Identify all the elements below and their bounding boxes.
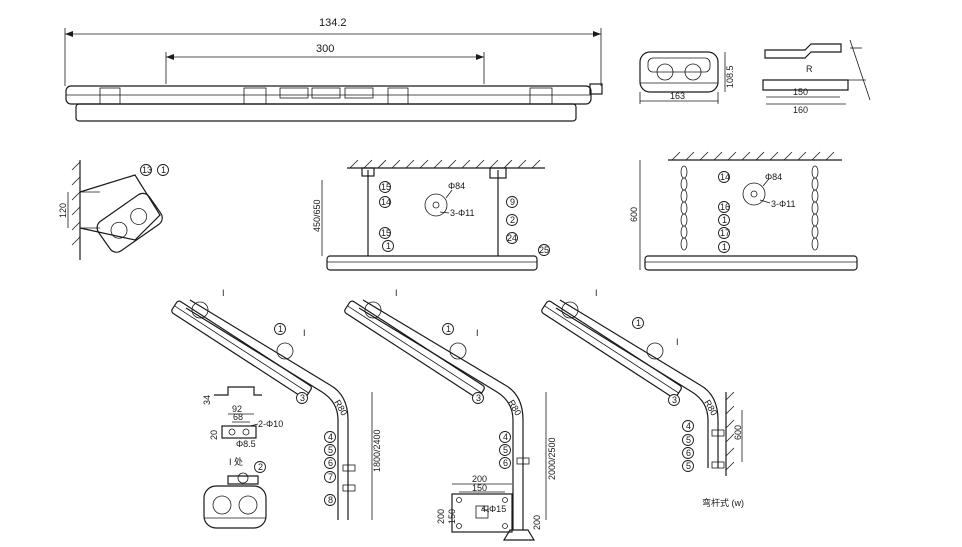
svg-text:15: 15 [381, 228, 391, 238]
section-angle-label: R [806, 64, 813, 74]
svg-text:6: 6 [328, 458, 333, 468]
chain-mount-view: 600 Φ84 3-Φ11 14 16 1 17 1 [629, 151, 858, 271]
pole-c-view: 600 R80 弯杆式 (w) I 1 I 3 4 5 6 5 [541, 288, 744, 508]
pole-c-caption: 弯杆式 (w) [702, 497, 744, 508]
svg-text:I: I [303, 328, 306, 338]
mount-spacing-label: 300 [316, 43, 334, 55]
svg-text:14: 14 [381, 197, 391, 207]
svg-text:1: 1 [446, 324, 451, 334]
svg-text:1: 1 [722, 215, 727, 225]
wall-callout-a: 13 [142, 165, 152, 175]
end-view-width: 163 [670, 91, 685, 101]
svg-text:2: 2 [510, 215, 515, 225]
pole-c-callouts: I 1 I 3 4 5 6 5 [595, 288, 694, 472]
wall-callout-b: 1 [161, 165, 166, 175]
fixture-section-view: 150 160 R [762, 39, 871, 115]
svg-text:6: 6 [686, 448, 691, 458]
svg-text:4: 4 [328, 432, 333, 442]
svg-text:I: I [395, 288, 398, 298]
chain-holes: 3-Φ11 [771, 199, 796, 209]
chain-hole-dia: Φ84 [765, 172, 782, 182]
svg-text:1: 1 [278, 324, 283, 334]
ceiling-mount-height: 450/650 [312, 199, 322, 232]
bracket-callout: 2 [258, 462, 263, 472]
ceiling-rod-mount-view: 450/650 Φ84 3-Φ11 15 14 15 1 9 2 24 25 [312, 159, 550, 271]
svg-text:25: 25 [539, 245, 549, 255]
svg-text:6: 6 [503, 458, 508, 468]
fixture-elevation-view: 134.2 300 [64, 17, 603, 122]
ceiling-hole-dia: Φ84 [448, 181, 465, 191]
pole-a-radius: R80 [332, 398, 349, 417]
fixture-end-view: 163 108.5 [639, 51, 735, 104]
svg-text:9: 9 [510, 197, 515, 207]
pole-b-radius: R80 [506, 398, 523, 417]
pole-b-base-h2: 150 [447, 509, 457, 524]
svg-text:5: 5 [328, 445, 333, 455]
svg-text:I: I [476, 328, 479, 338]
pole-b-base-h: 200 [436, 509, 446, 524]
svg-text:1: 1 [636, 318, 641, 328]
overall-length-label: 134.2 [319, 17, 347, 29]
section-dim-a: 150 [793, 87, 808, 97]
chain-callouts: 14 16 1 17 1 [718, 171, 730, 253]
wall-mount-view: 120 13 1 [58, 160, 169, 260]
pole-a-view: 1800/2400 R80 I 1 I 3 4 5 6 7 8 [171, 288, 382, 520]
svg-text:I: I [222, 288, 225, 298]
ceiling-holes: 3-Φ11 [450, 208, 475, 218]
pole-b-base-w: 200 [472, 474, 487, 484]
svg-text:14: 14 [720, 172, 730, 182]
section-dim-b: 160 [793, 105, 808, 115]
svg-text:24: 24 [507, 233, 517, 243]
svg-text:5: 5 [686, 461, 691, 471]
svg-text:1: 1 [386, 241, 391, 251]
bracket-holes-a: 2-Φ10 [258, 419, 283, 429]
svg-text:3: 3 [300, 393, 305, 403]
pole-b-callouts: I 1 I 3 4 5 6 [395, 288, 511, 469]
ceiling-callouts: 15 14 15 1 9 2 24 25 [379, 181, 550, 256]
pole-b-height: 2000/2500 [547, 437, 557, 480]
pole-a-height: 1800/2400 [372, 429, 382, 472]
svg-text:5: 5 [503, 445, 508, 455]
bracket-dim-w2: 68 [233, 412, 243, 422]
svg-text:17: 17 [720, 228, 730, 238]
wall-mount-height: 120 [58, 203, 68, 218]
bracket-dim-h: 20 [209, 430, 219, 440]
bracket-detail-view: 34 92 68 20 2-Φ10 Φ8.5 I 处 2 [202, 386, 283, 529]
svg-text:16: 16 [720, 202, 730, 212]
svg-text:3: 3 [672, 395, 677, 405]
pole-b-base-depth: 200 [532, 515, 542, 530]
bracket-dim-w1: 92 [232, 404, 242, 414]
pole-b-base-holes: 4-Φ15 [481, 504, 506, 514]
svg-text:3: 3 [476, 393, 481, 403]
svg-text:8: 8 [328, 495, 333, 505]
svg-text:4: 4 [503, 432, 508, 442]
svg-text:I: I [676, 337, 679, 347]
svg-text:15: 15 [381, 182, 391, 192]
svg-text:4: 4 [686, 421, 691, 431]
svg-text:5: 5 [686, 435, 691, 445]
pole-c-height: 600 [733, 425, 743, 440]
pole-b-view: 2000/2500 R80 200 200 150 200 150 4-Φ15 … [344, 288, 557, 541]
bracket-holes-b: Φ8.5 [236, 439, 256, 449]
bracket-view-label: I 处 [229, 456, 243, 467]
pole-c-radius: R80 [702, 398, 719, 417]
svg-text:7: 7 [328, 472, 333, 482]
pole-a-callouts: I 1 I 3 4 5 6 7 8 [222, 288, 336, 506]
bracket-dim-top: 34 [202, 395, 212, 405]
chain-mount-height: 600 [629, 207, 639, 222]
svg-text:I: I [595, 288, 598, 298]
svg-text:1: 1 [722, 242, 727, 252]
pole-b-base-w2: 150 [472, 483, 487, 493]
end-view-height: 108.5 [725, 65, 735, 88]
